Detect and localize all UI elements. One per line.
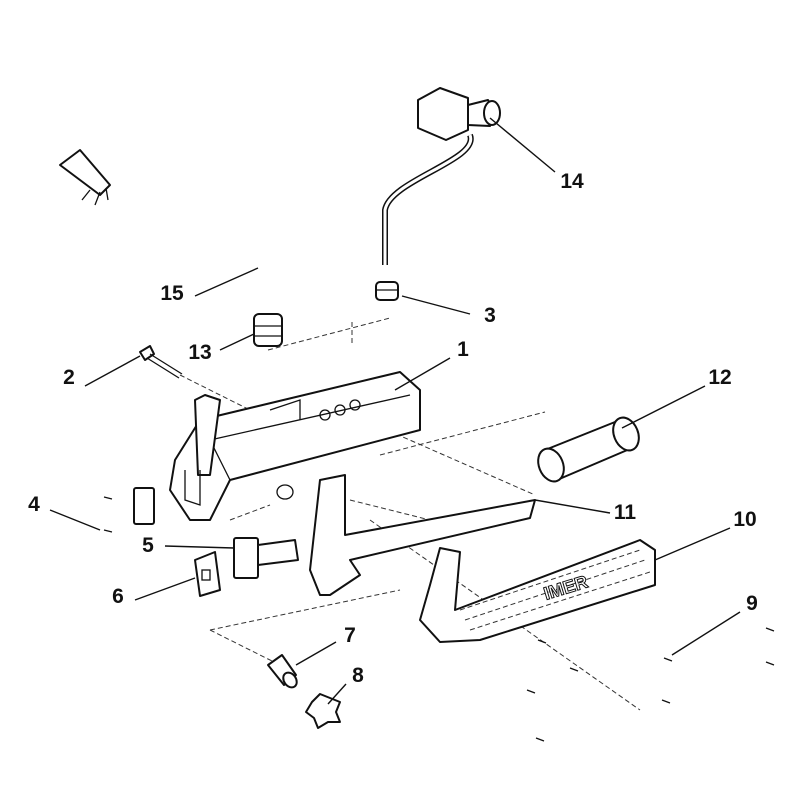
callout-15: 15 — [160, 282, 184, 305]
part-7-pin — [267, 654, 298, 689]
callout-7: 7 — [344, 624, 356, 647]
callout-4: 4 — [28, 493, 40, 516]
callout-9: 9 — [746, 592, 758, 615]
part-1-housing — [169, 371, 421, 521]
callout-1: 1 — [457, 338, 469, 361]
callout-13: 13 — [188, 341, 212, 364]
callout-10: 10 — [733, 508, 757, 531]
part-2-bolt — [139, 345, 183, 379]
part-13-grommet — [253, 313, 283, 347]
part-4-screws — [103, 496, 113, 533]
part-14-switch — [382, 87, 501, 265]
callout-14: 14 — [560, 170, 584, 193]
part-5-switch-plate — [133, 487, 299, 579]
callout-6: 6 — [112, 585, 124, 608]
part-3-grommet — [375, 281, 399, 301]
part-10-handle-cover: IMER — [419, 539, 656, 643]
callout-2: 2 — [63, 366, 75, 389]
part-9-screws — [526, 627, 775, 742]
assembly-lines — [179, 317, 641, 711]
part-11-gasket — [309, 474, 536, 596]
part-15-power-cord — [36, 91, 337, 305]
part-6-switch — [194, 551, 221, 597]
callout-12: 12 — [708, 366, 732, 389]
callout-8: 8 — [352, 664, 364, 687]
leader-lines — [49, 117, 741, 705]
callout-11: 11 — [613, 501, 637, 524]
part-8-knob — [305, 693, 341, 729]
callout-5: 5 — [142, 534, 154, 557]
callout-3: 3 — [484, 304, 496, 327]
part-12-capacitor — [537, 416, 640, 483]
